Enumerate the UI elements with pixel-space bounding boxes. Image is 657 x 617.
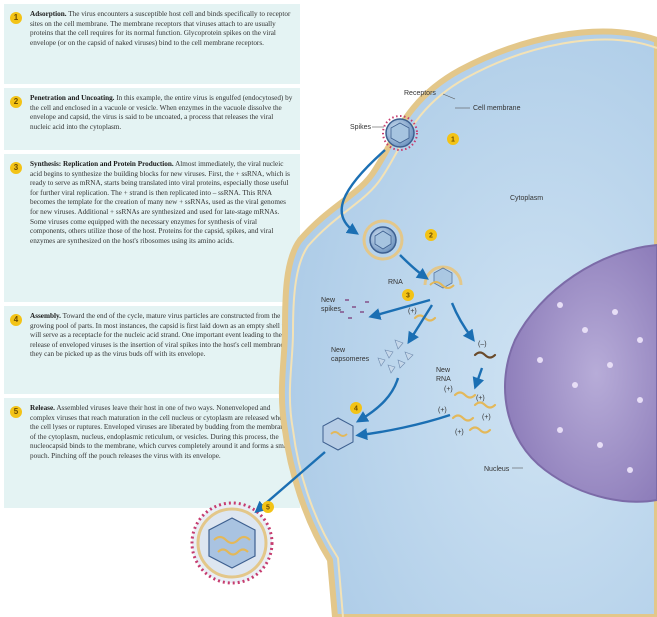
step-2-marker: 2	[10, 96, 22, 108]
new-rna-polarity-2: (+)	[476, 395, 485, 402]
new-spikes-label-line2: spikes	[321, 306, 341, 313]
virus-assembling	[322, 417, 354, 451]
virus-in-vesicle	[362, 219, 404, 261]
step-1-panel: 1 Adsorption. The virus encounters a sus…	[4, 4, 300, 84]
new-rna-polarity-4: (+)	[482, 414, 491, 421]
svg-text:5: 5	[266, 505, 270, 512]
step-1-body: The virus encounters a susceptible host …	[30, 10, 291, 47]
nucleus-label: Nucleus	[484, 466, 510, 473]
new-rna-polarity-1: (+)	[444, 386, 453, 393]
new-rna-polarity-3: (+)	[438, 407, 447, 414]
receptors-label: Receptors	[404, 90, 436, 97]
step-2-body: In this example, the entire virus is eng…	[30, 94, 293, 131]
step-5-title: Release.	[30, 404, 55, 412]
step-2-title: Penetration and Uncoating.	[30, 94, 115, 102]
nucleus	[504, 243, 657, 503]
step-2-panel: 2 Penetration and Uncoating. In this exa…	[4, 88, 300, 150]
step-3-panel: 3 Synthesis: Replication and Protein Pro…	[4, 154, 300, 302]
step-1-marker: 1	[10, 12, 22, 24]
new-capsomeres-cluster	[377, 339, 414, 374]
step-marker-2: 2	[425, 229, 437, 241]
new-rna-polarity-5: (+)	[455, 429, 464, 436]
virus-released	[190, 501, 274, 585]
step-marker-4: 4	[350, 402, 362, 414]
step-marker-5: 5	[262, 501, 274, 513]
leader-lines	[372, 93, 523, 469]
step-1-title: Adsorption.	[30, 10, 67, 18]
new-capsomeres-label-line2: capsomeres	[331, 356, 370, 363]
step-5-panel: 5 Release. Assembled viruses leave their…	[4, 398, 300, 508]
step-marker-3: 3	[402, 289, 414, 301]
step-4-panel: 4 Assembly. Toward the end of the cycle,…	[4, 306, 300, 394]
svg-text:4: 4	[354, 406, 358, 413]
cell-membrane-inner	[288, 38, 657, 617]
new-rna-label-line1: New	[436, 367, 451, 374]
cell-membrane-label: Cell membrane	[473, 105, 521, 112]
svg-text:2: 2	[429, 233, 433, 240]
nuclear-pores	[537, 302, 643, 473]
new-rna-label-line2: RNA	[436, 376, 451, 383]
new-capsomeres-label-line1: New	[331, 347, 346, 354]
step-4-body: Toward the end of the cycle, mature viru…	[30, 312, 293, 359]
step-5-marker: 5	[10, 406, 22, 418]
step-3-body: Almost immediately, the viral nucleic ac…	[30, 160, 290, 245]
step-marker-1: 1	[447, 133, 459, 145]
new-spikes-label-line1: New	[321, 297, 336, 304]
svg-text:3: 3	[406, 293, 410, 300]
rna-label: RNA	[388, 279, 403, 286]
virus-adsorbing	[382, 115, 418, 151]
step-5-body: Assembled viruses leave their host in on…	[30, 404, 292, 460]
svg-text:1: 1	[451, 137, 455, 144]
cytoplasm-label: Cytoplasm	[510, 195, 543, 202]
virus-uncoating	[423, 265, 463, 289]
step-3-title: Synthesis: Replication and Protein Produ…	[30, 160, 174, 168]
step-3-marker: 3	[10, 162, 22, 174]
spikes-label: Spikes	[350, 124, 372, 131]
step-4-marker: 4	[10, 314, 22, 326]
rna-polarity-plus: (+)	[408, 308, 417, 315]
step-4-title: Assembly.	[30, 312, 61, 320]
new-spikes-cluster	[340, 299, 369, 319]
process-arrows	[254, 149, 485, 514]
rna-polarity-minus: (–)	[478, 341, 487, 348]
